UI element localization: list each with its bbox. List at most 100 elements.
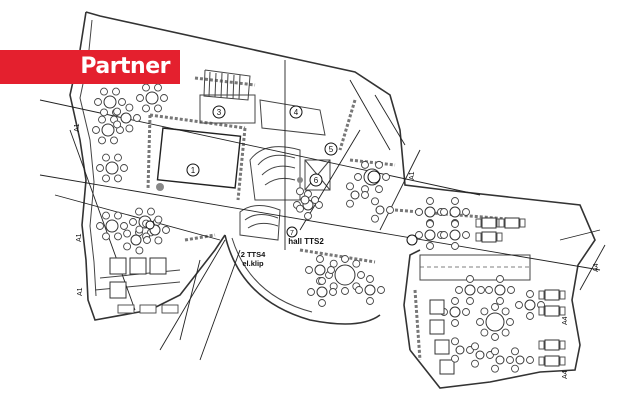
- rect-table: [504, 217, 520, 229]
- round-table: [101, 123, 115, 137]
- chair: [327, 266, 335, 274]
- round-table: [105, 219, 119, 233]
- chair: [440, 231, 448, 239]
- chair: [366, 297, 374, 305]
- chair: [123, 229, 132, 238]
- section-marker-a1: A1: [77, 287, 84, 296]
- chair: [98, 136, 106, 145]
- chair: [515, 301, 523, 309]
- section-marker-a1: A1: [74, 123, 81, 132]
- chair: [426, 242, 434, 250]
- chair: [526, 356, 534, 364]
- chair: [519, 218, 526, 228]
- chair: [511, 347, 519, 356]
- round-table: [485, 312, 505, 332]
- chair: [471, 342, 479, 351]
- round-table: [130, 234, 142, 246]
- chair: [451, 354, 459, 363]
- chair: [94, 98, 102, 106]
- chair: [100, 87, 108, 96]
- booth-table: [109, 257, 127, 275]
- chair: [315, 201, 323, 209]
- chair: [451, 242, 459, 250]
- chair: [92, 126, 100, 134]
- chair: [426, 220, 434, 228]
- room-number-1: 1: [191, 166, 196, 175]
- chair: [506, 356, 514, 364]
- chair: [462, 231, 470, 239]
- room-number-4: 4: [294, 108, 299, 117]
- chair: [113, 120, 122, 129]
- chair: [559, 340, 566, 350]
- chair: [341, 287, 349, 295]
- round-table: [120, 112, 132, 124]
- chair: [480, 307, 489, 316]
- chair: [129, 218, 137, 226]
- chair: [559, 290, 566, 300]
- chair: [375, 185, 383, 194]
- bench: [139, 304, 157, 314]
- chair: [135, 225, 144, 234]
- chair: [455, 286, 463, 294]
- chair: [154, 104, 162, 113]
- chair: [496, 275, 504, 283]
- room-number-7: 7: [290, 230, 294, 237]
- chair: [371, 214, 379, 223]
- round-table: [316, 286, 328, 298]
- chair: [120, 164, 128, 172]
- chair: [415, 231, 423, 239]
- chair: [133, 114, 141, 122]
- chair: [96, 222, 104, 230]
- chair: [480, 328, 489, 337]
- chair: [147, 207, 155, 216]
- chair: [102, 232, 110, 241]
- chair: [98, 115, 106, 124]
- chair: [501, 328, 510, 337]
- chair: [160, 94, 168, 102]
- round-table: [424, 229, 436, 241]
- booth-table: [109, 281, 127, 299]
- round-table: [105, 161, 119, 175]
- round-table: [424, 206, 436, 218]
- partner-logo-banner: Partner: [0, 50, 180, 84]
- chair: [462, 208, 470, 216]
- chair: [125, 124, 134, 133]
- chair: [526, 312, 534, 320]
- chair: [346, 182, 354, 191]
- rect-table: [544, 305, 560, 317]
- room-markers: 1 3 4 5 6 7: [186, 105, 418, 246]
- chair: [466, 275, 474, 283]
- rect-table: [544, 289, 560, 301]
- chair: [371, 197, 379, 206]
- section-marker-a1: A1: [409, 171, 416, 180]
- booth-table: [429, 299, 445, 315]
- chair: [296, 187, 304, 196]
- chair: [477, 286, 485, 294]
- chair: [123, 242, 132, 251]
- furniture-layout: [92, 83, 566, 375]
- chair: [114, 153, 122, 162]
- chair: [451, 197, 459, 205]
- chair: [485, 286, 493, 294]
- chair: [462, 308, 470, 316]
- chair: [506, 318, 514, 326]
- chair: [559, 306, 566, 316]
- chair: [162, 226, 170, 234]
- chair: [491, 347, 499, 356]
- chair: [538, 290, 545, 300]
- chair: [382, 173, 390, 181]
- rect-table: [481, 217, 497, 229]
- section-marker-a4: A4: [562, 316, 569, 325]
- chair: [154, 83, 162, 92]
- chair: [361, 160, 369, 169]
- chair: [498, 218, 505, 228]
- round-table: [475, 350, 485, 360]
- bench: [161, 304, 179, 314]
- round-table: [350, 190, 360, 200]
- chair: [366, 275, 374, 283]
- chair: [143, 236, 151, 244]
- table-center-marker: [145, 220, 155, 230]
- chair: [377, 286, 385, 294]
- booth-table: [434, 339, 450, 355]
